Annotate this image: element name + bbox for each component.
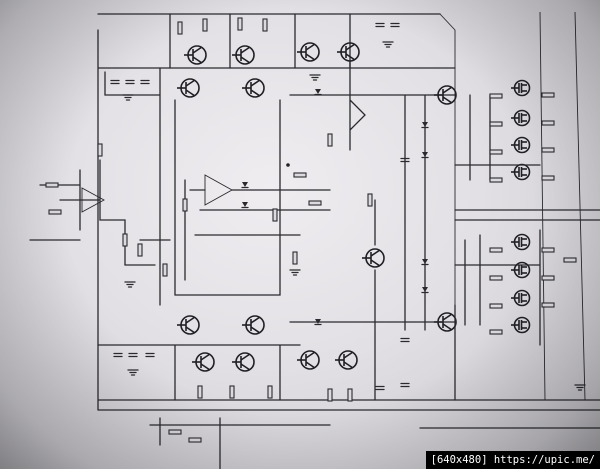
image-host-watermark[interactable]: [640x480] https://upic.me/: [425, 451, 600, 469]
